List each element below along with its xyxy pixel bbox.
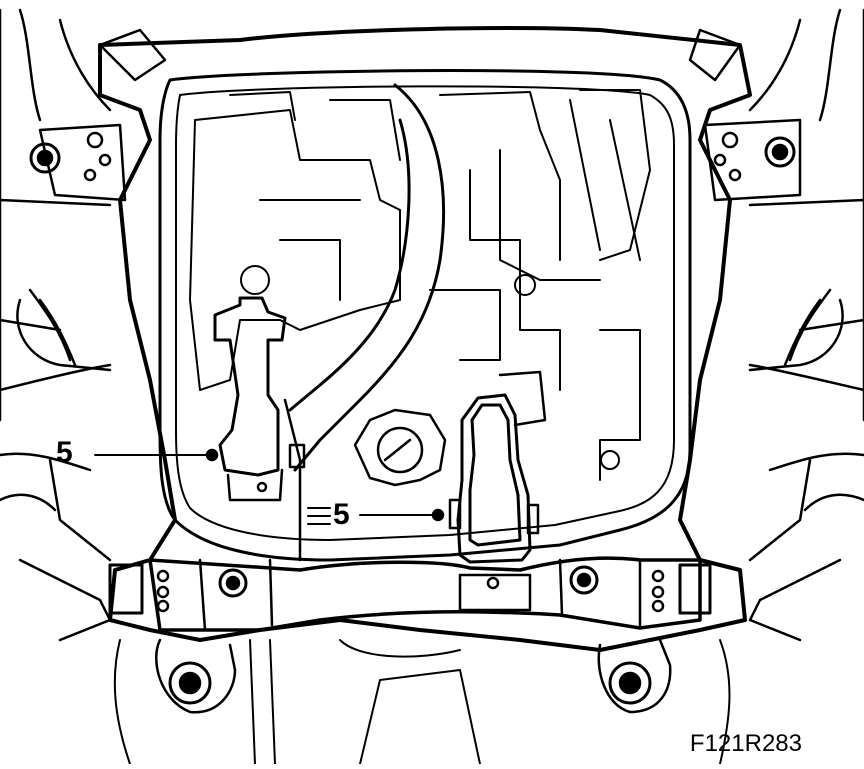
top-left-mount (29, 28, 167, 202)
exhaust-pipe (288, 83, 445, 472)
callout-5-left: 5 (56, 436, 73, 469)
exhaust-flange (353, 408, 447, 487)
left-side-structure (0, 8, 112, 642)
front-crossmember (108, 556, 712, 632)
figure-code: F121R283 (689, 730, 802, 757)
lower-right-bushing (597, 638, 672, 714)
engine-block (189, 89, 651, 481)
lower-left-bushing (155, 638, 237, 714)
right-engine-mount (431, 370, 547, 564)
lower-background (113, 639, 731, 765)
callout-5-right: 5 (333, 498, 350, 531)
top-right-mount (688, 28, 802, 202)
right-side-structure (748, 8, 864, 642)
left-engine-mount (205, 296, 306, 562)
